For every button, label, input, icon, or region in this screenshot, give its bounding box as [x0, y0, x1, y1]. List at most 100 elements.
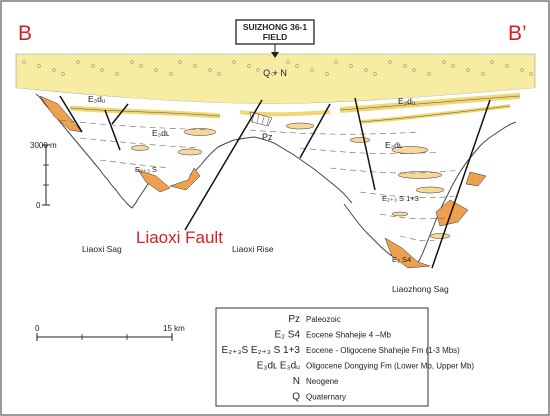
pebble-mark	[505, 64, 509, 68]
pebble-mark	[373, 72, 377, 76]
pebble-mark	[208, 68, 212, 72]
label-liaoxi-rise: Liaoxi Rise	[232, 244, 274, 254]
pebble-mark	[247, 64, 251, 68]
pebble-mark	[232, 60, 236, 64]
pebble-mark	[427, 72, 431, 76]
pebble-mark	[100, 68, 104, 72]
pebble-mark	[442, 60, 446, 64]
basal-wedge	[137, 169, 171, 193]
pebble-mark	[334, 60, 338, 64]
field-pointer-arrow	[271, 52, 279, 58]
distance-scale: 0 15 km	[35, 324, 185, 341]
depth-scale-bottom-label: 0	[36, 201, 41, 210]
legend-description: Neogene	[306, 377, 339, 386]
basin-fill	[16, 88, 535, 270]
basal-wedge	[39, 95, 83, 133]
pebble-mark	[193, 64, 197, 68]
basal-wedge	[465, 171, 487, 187]
section-end-label: B’	[508, 22, 527, 45]
distance-scale-start-label: 0	[35, 324, 40, 333]
unit-label-e3du-left: E₃dᵤ	[88, 94, 105, 104]
legend-description: Quaternary	[306, 393, 346, 402]
pebble-mark	[295, 64, 299, 68]
liaoxi-fault-line	[184, 99, 263, 231]
pebble-mark	[481, 72, 485, 76]
basal-wedge	[169, 167, 201, 191]
label-liaoxi-fault: Liaoxi Fault	[136, 228, 223, 247]
fault-line	[59, 95, 83, 133]
pebble-mark	[130, 60, 134, 64]
legend-description: Paleozoic	[306, 315, 341, 324]
top-unit-label: Q + N	[263, 68, 287, 78]
pebble-mark	[178, 60, 182, 64]
fault-line	[104, 109, 121, 151]
pebble-mark	[451, 64, 455, 68]
pebble-mark	[529, 72, 533, 76]
pebble-mark	[217, 72, 221, 76]
pebble-mark	[115, 72, 119, 76]
legend-box	[215, 307, 429, 407]
pebble-mark	[256, 68, 260, 72]
depth-scale: 3000 m 0	[30, 141, 57, 210]
pebble-mark	[91, 64, 95, 68]
pebble-mark	[412, 68, 416, 72]
legend-description: Eocene - Oligocene Shahejie Fm (1-3 Mbs)	[306, 346, 460, 355]
pebble-mark	[154, 68, 158, 72]
unit-label-e3dl-left: E₃dʟ	[152, 128, 170, 138]
legend-symbol: Q	[292, 392, 300, 403]
fault-line	[111, 103, 129, 125]
internal-strata	[59, 119, 461, 242]
legend-symbol: E₂₊₃S E₂₊₃ S 1+3	[222, 345, 301, 356]
pebble-mark	[325, 72, 329, 76]
pebble-mark	[466, 68, 470, 72]
legend-symbol: N	[293, 376, 300, 387]
field-name: SUIZHONG 36-1	[243, 22, 308, 32]
unit-label-e3du-right: E₃dᵤ	[398, 96, 415, 106]
legend-description: Oligocene Dongying Fm (Lower Mb, Upper M…	[306, 362, 474, 371]
unit-label-pz: Pz	[262, 132, 273, 142]
paleozoic-hatch	[251, 113, 270, 126]
distance-scale-end-label: 15 km	[163, 324, 185, 333]
pebble-mark	[310, 68, 314, 72]
pebble-mark	[52, 68, 56, 72]
section-start-label: B	[18, 22, 32, 45]
pebble-mark	[349, 64, 353, 68]
fault-line	[299, 103, 331, 159]
liaoxi-rise-basement	[189, 136, 353, 204]
label-liaoxi-sag: Liaoxi Sag	[82, 244, 122, 254]
pebble-mark	[139, 64, 143, 68]
label-liaozhong-sag: Liaozhong Sag	[392, 284, 449, 294]
pebble-mark	[37, 64, 41, 68]
legend: Pz Paleozoic E₂ S4 Eocene Shahejie 4 –MbE₂₊…	[222, 314, 475, 403]
sand-lenses	[130, 122, 451, 239]
legend-symbol: E₂ S4	[274, 330, 300, 341]
basal-wedge	[384, 237, 431, 269]
pebble-mark	[271, 72, 275, 76]
pebble-mark	[22, 60, 26, 64]
pebble-mark	[169, 72, 173, 76]
legend-symbol: E₃dʟ E₃dᵤ	[257, 361, 300, 372]
dongying-upper-strata	[69, 93, 521, 124]
depth-scale-top-label: 3000 m	[30, 141, 57, 150]
pebble-mark	[364, 68, 368, 72]
field-suffix: FIELD	[263, 32, 288, 42]
fault-line	[431, 99, 491, 269]
unit-label-e2s4: E₂ S4	[392, 255, 411, 264]
pebble-mark	[520, 68, 524, 72]
faults	[59, 95, 491, 269]
unit-label-e23s-left: E₂₊₃ S	[135, 165, 157, 174]
pebble-mark	[490, 60, 494, 64]
pebble-pattern	[22, 60, 533, 76]
legend-description: Eocene Shahejie 4 –Mb	[306, 331, 392, 340]
legend-symbol: Pz	[288, 314, 300, 325]
pebble-mark	[403, 64, 407, 68]
basal-wedge	[435, 199, 469, 227]
unit-label-e23s13-right: E₂₊₃ S 1+3	[382, 194, 419, 203]
pebble-mark	[76, 60, 80, 64]
unit-label-e3dl-right: E₃dʟ	[385, 140, 403, 150]
pebble-mark	[388, 60, 392, 64]
fault-line	[354, 97, 376, 191]
pebble-mark	[286, 60, 290, 64]
